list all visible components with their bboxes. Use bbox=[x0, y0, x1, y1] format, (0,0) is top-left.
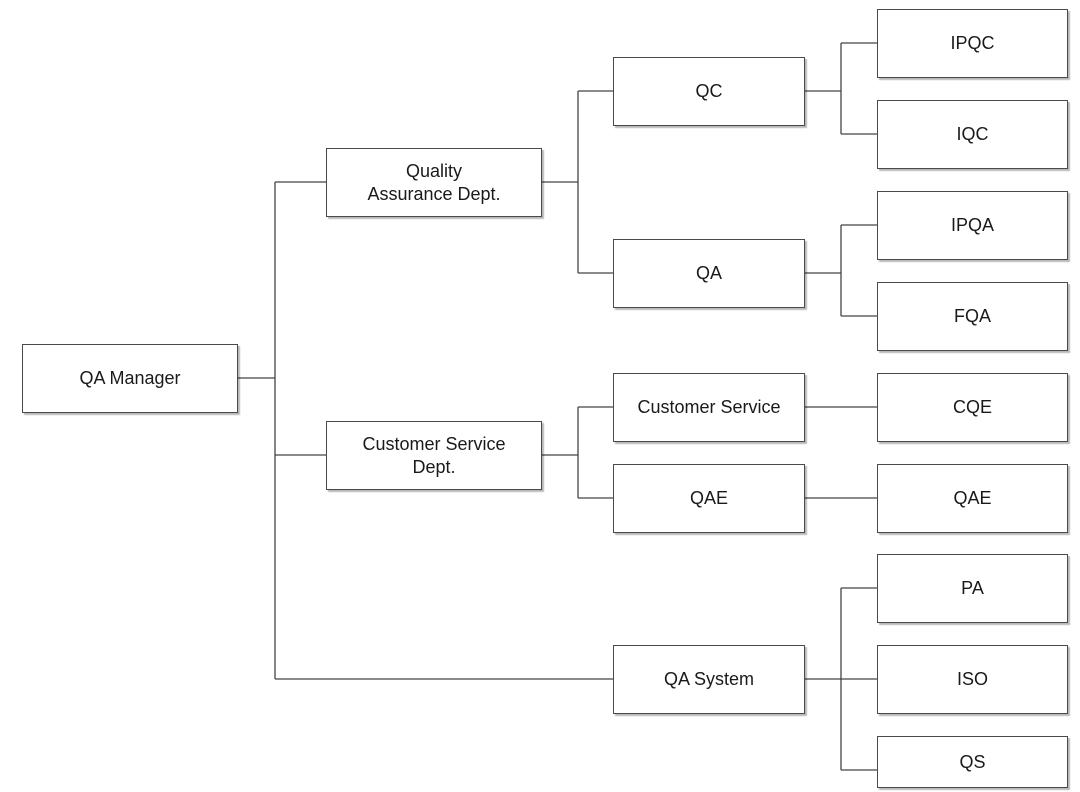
node-qc: QC bbox=[613, 57, 805, 126]
node-ipqa: IPQA bbox=[877, 191, 1068, 260]
node-label: CQE bbox=[952, 397, 992, 417]
node-customer-service-dept: Customer Service Dept. bbox=[326, 421, 542, 490]
node-label: Customer Service bbox=[637, 397, 781, 417]
node-qs: QS bbox=[877, 736, 1068, 788]
node-label: QC bbox=[695, 81, 723, 101]
node-fqa: FQA bbox=[877, 282, 1068, 351]
node-label: QA bbox=[695, 263, 722, 283]
node-qa-manager: QA Manager bbox=[22, 344, 238, 413]
node-label: QS bbox=[959, 751, 986, 772]
node-iso: ISO bbox=[877, 645, 1068, 714]
node-label: IPQA bbox=[950, 215, 994, 235]
node-label: QAE bbox=[953, 488, 992, 508]
node-qae-leaf: QAE bbox=[877, 464, 1068, 533]
node-cqe: CQE bbox=[877, 373, 1068, 442]
node-qa: QA bbox=[613, 239, 805, 308]
node-label: QA Manager bbox=[79, 368, 181, 388]
node-label: Customer Service Dept. bbox=[362, 433, 506, 477]
node-label: PA bbox=[961, 578, 984, 598]
node-customer-service: Customer Service bbox=[613, 373, 805, 442]
node-label: QAE bbox=[689, 488, 728, 508]
node-label: QA System bbox=[663, 669, 755, 689]
node-quality-assurance-dept: Quality Assurance Dept. bbox=[326, 148, 542, 217]
node-label: FQA bbox=[953, 306, 991, 326]
node-iqc: IQC bbox=[877, 100, 1068, 169]
node-pa: PA bbox=[877, 554, 1068, 623]
node-label: IPQC bbox=[950, 33, 995, 53]
node-label: ISO bbox=[956, 669, 988, 689]
node-label: IQC bbox=[956, 124, 989, 144]
node-qa-system: QA System bbox=[613, 645, 805, 714]
node-qae-mid: QAE bbox=[613, 464, 805, 533]
node-label: Quality Assurance Dept. bbox=[367, 160, 501, 204]
node-ipqc: IPQC bbox=[877, 9, 1068, 78]
